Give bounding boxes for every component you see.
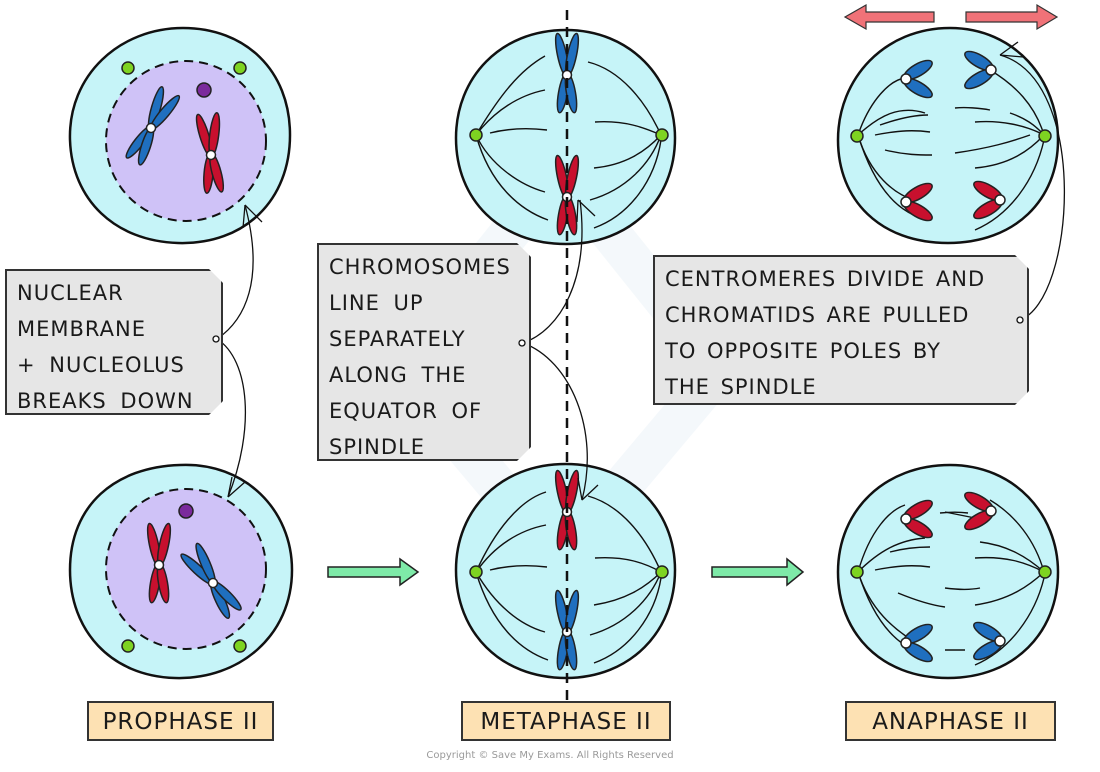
cell-membrane (454, 28, 677, 246)
anaphase-cell-top (836, 26, 1060, 245)
centriole-icon (121, 639, 135, 653)
prophase-note: NUCLEAR MEMBRANE + NUCLEOLUS BREAKS DOWN (5, 269, 223, 415)
note-line: EQUATOR OF (329, 399, 483, 423)
note-line: ALONG THE (329, 363, 467, 387)
centriole-icon (233, 639, 247, 653)
note-line: CHROMOSOMES (329, 255, 511, 279)
note-line: TO OPPOSITE POLES BY (665, 339, 941, 363)
centriole-icon (1038, 565, 1052, 579)
centriole-icon (121, 61, 135, 75)
stage-label-metaphase: METAPHASE II (461, 701, 671, 741)
centriole-icon (850, 565, 864, 579)
centriole-icon (850, 129, 864, 143)
prophase-cell-bottom (68, 463, 294, 680)
note-line: LINE UP (329, 291, 424, 315)
prophase-cell-top (68, 26, 292, 245)
note-line: + NUCLEOLUS (17, 353, 185, 377)
anaphase-note: CENTROMERES DIVIDE AND CHROMATIDS ARE PU… (653, 255, 1029, 405)
leader-line-prophase-bottom (216, 338, 247, 498)
stage-arrow-icon (327, 557, 420, 587)
stage-arrow-icon (711, 557, 805, 587)
anaphase-cell-bottom (836, 463, 1060, 680)
note-line: CHROMATIDS ARE PULLED (665, 303, 970, 327)
note-line: THE SPINDLE (665, 375, 817, 399)
nucleolus-icon (196, 82, 212, 98)
leader-line-metaphase-bottom (522, 342, 588, 501)
leader-line-metaphase-top (522, 199, 583, 344)
stage-label-prophase: PROPHASE II (87, 701, 274, 741)
note-line: NUCLEAR (17, 281, 124, 305)
leader-line-anaphase (999, 54, 1066, 321)
metaphase-note: CHROMOSOMES LINE UP SEPARATELY ALONG THE… (317, 243, 531, 461)
centriole-icon (1038, 129, 1052, 143)
centriole-icon (655, 565, 669, 579)
centriole-icon (469, 128, 483, 142)
centriole-icon (655, 128, 669, 142)
spindle-fibres (475, 55, 662, 229)
centriole-icon (233, 61, 247, 75)
copyright-text: Copyright © Save My Exams. All Rights Re… (426, 750, 674, 761)
metaphase-cell-bottom (454, 462, 677, 680)
spindle-fibres (475, 491, 662, 664)
note-line: BREAKS DOWN (17, 389, 194, 413)
stage-label-anaphase: ANAPHASE II (845, 701, 1056, 741)
cell-membrane (836, 463, 1060, 680)
leader-lines (216, 41, 1066, 501)
pull-left-arrow-icon (843, 3, 935, 31)
metaphase-cell-top (454, 28, 677, 246)
note-line: SPINDLE (329, 435, 426, 459)
note-line: CENTROMERES DIVIDE AND (665, 267, 986, 291)
nuclear-envelope (105, 60, 267, 222)
cell-membrane (836, 26, 1060, 245)
pull-right-arrow-icon (965, 3, 1059, 31)
note-line: MEMBRANE (17, 317, 146, 341)
centriole-icon (469, 565, 483, 579)
note-line: SEPARATELY (329, 327, 466, 351)
nucleolus-icon (178, 503, 194, 519)
leader-line-prophase-top (216, 204, 254, 340)
